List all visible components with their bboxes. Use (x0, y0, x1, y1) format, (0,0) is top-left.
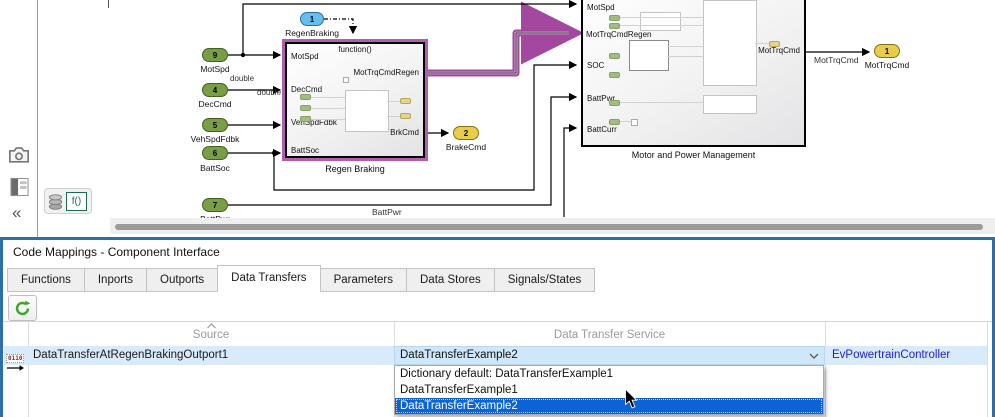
row-component-cell[interactable]: EvPowertrainController (832, 346, 950, 365)
tab-outports[interactable]: Outports (146, 268, 218, 292)
port-number: 2 (464, 129, 468, 138)
port-number: 7 (213, 201, 217, 210)
column-divider (825, 322, 826, 417)
inport-vehspdfdbk[interactable]: 5 (202, 118, 228, 132)
inport-battpwr[interactable]: 7 (202, 198, 228, 212)
data-dictionary-badge[interactable]: f() (44, 188, 92, 214)
camera-icon[interactable] (8, 146, 30, 163)
inport-vehspdfdbk-label: VehSpdFdbk (180, 134, 250, 144)
datatype-label: double (230, 74, 254, 83)
inport-battsoc-label: BattSoc (189, 163, 241, 173)
data-transfer-icon-bits: 0110 (6, 354, 24, 363)
block-port-label: MotSpd (291, 52, 319, 61)
datatype-label: double (257, 88, 281, 97)
inport-deccmd-label: DecCmd (189, 99, 241, 109)
inport-battsoc[interactable]: 6 (202, 146, 228, 160)
code-mappings-panel: Code Mappings - Component Interface Func… (0, 237, 995, 417)
block-port-label: DecCmd (291, 85, 322, 94)
dropdown-option-example1[interactable]: DataTransferExample1 (395, 382, 823, 398)
port-number: 1 (310, 15, 314, 24)
signal-wires (0, 0, 995, 238)
block-port-label: SOC (587, 61, 604, 70)
model-browser-icon[interactable] (10, 177, 29, 197)
block-port-label: MotSpd (587, 3, 615, 12)
column-divider (987, 322, 988, 417)
tab-functions[interactable]: Functions (7, 268, 85, 292)
outport-brakecmd-label: BrakeCmd (440, 142, 492, 152)
fn-label: f() (72, 196, 81, 207)
trigger-port-regenbraking[interactable]: 1 (300, 12, 324, 26)
port-number: 4 (213, 86, 217, 95)
toolbar-separator (3, 321, 992, 322)
tab-data-transfers[interactable]: Data Transfers (217, 265, 320, 292)
tab-data-stores[interactable]: Data Stores (406, 268, 495, 292)
port-number: 1 (885, 47, 889, 56)
chevron-down-icon (809, 353, 819, 359)
data-dictionary-icon (48, 193, 63, 210)
dropdown-option-example2[interactable]: DataTransferExample2 (395, 398, 823, 414)
hscrollbar-thumb[interactable] (115, 224, 983, 230)
column-header-service[interactable]: Data Transfer Service (394, 329, 825, 341)
row-source-cell[interactable]: DataTransferAtRegenBrakingOutport1 (33, 346, 228, 365)
tab-parameters[interactable]: Parameters (320, 268, 407, 292)
inport-deccmd[interactable]: 4 (202, 83, 228, 97)
port-number: 6 (213, 149, 217, 158)
service-dropdown-popup: Dictionary default: DataTransferExample1… (394, 365, 824, 415)
port-number: 9 (213, 51, 217, 60)
toolbar-divider (37, 0, 38, 238)
motor-power-management-title: Motor and Power Management (581, 150, 806, 160)
regen-braking-block[interactable]: function() MotSpd DecCmd VehSpdFdbk Batt… (285, 42, 425, 158)
data-transfer-icon: 0110 (6, 347, 30, 365)
service-dropdown[interactable]: DataTransferExample2 (394, 346, 825, 365)
column-header-source[interactable]: Source (28, 329, 394, 341)
block-port-label: MotTrqCmd (758, 46, 800, 55)
function-port-badge-icon: f() (66, 192, 87, 211)
port-number: 5 (213, 121, 217, 130)
subsystem-preview (345, 90, 389, 132)
subsystem-preview (703, 0, 757, 86)
inport-motspd[interactable]: 9 (202, 48, 228, 62)
block-port-label: MotTrqCmdRegen (586, 30, 652, 39)
tab-inports[interactable]: Inports (84, 268, 147, 292)
block-port-label: MotTrqCmdRegen (353, 68, 419, 77)
mottrqcmd-wire-label: MotTrqCmd (814, 55, 859, 65)
motor-power-management-block[interactable]: MotSpd MotTrqCmdRegen SOC BattPwr BattCu… (581, 0, 806, 147)
outport-brakecmd[interactable]: 2 (453, 126, 479, 140)
tab-signals-states[interactable]: Signals/States (494, 268, 596, 292)
canvas-left-toolbar: « (0, 0, 37, 238)
inport-motspd-label: MotSpd (189, 64, 241, 74)
refresh-button[interactable] (8, 295, 37, 321)
refresh-icon (14, 300, 31, 317)
code-mappings-tabs: Functions Inports Outports Data Transfer… (8, 266, 595, 292)
collapse-panel-icon[interactable]: « (12, 205, 21, 221)
block-port-label: BattSoc (291, 146, 319, 155)
clipped-wire (108, 0, 109, 8)
service-dropdown-value: DataTransferExample2 (400, 347, 518, 364)
trigger-port-label: RegenBraking (280, 28, 344, 38)
battpwr-wire-label: BattPwr (372, 207, 402, 217)
regen-braking-title: Regen Braking (285, 164, 425, 174)
panel-title: Code Mappings - Component Interface (13, 245, 220, 259)
dropdown-option-default[interactable]: Dictionary default: DataTransferExample1 (395, 366, 823, 382)
block-port-label: BrkCmd (390, 128, 419, 137)
outport-mottrqcmd-label: MotTrqCmd (861, 60, 913, 70)
block-port-label: BattCurr (587, 125, 617, 134)
canvas-hscrollbar[interactable] (110, 218, 995, 234)
outport-mottrqcmd[interactable]: 1 (874, 44, 900, 58)
